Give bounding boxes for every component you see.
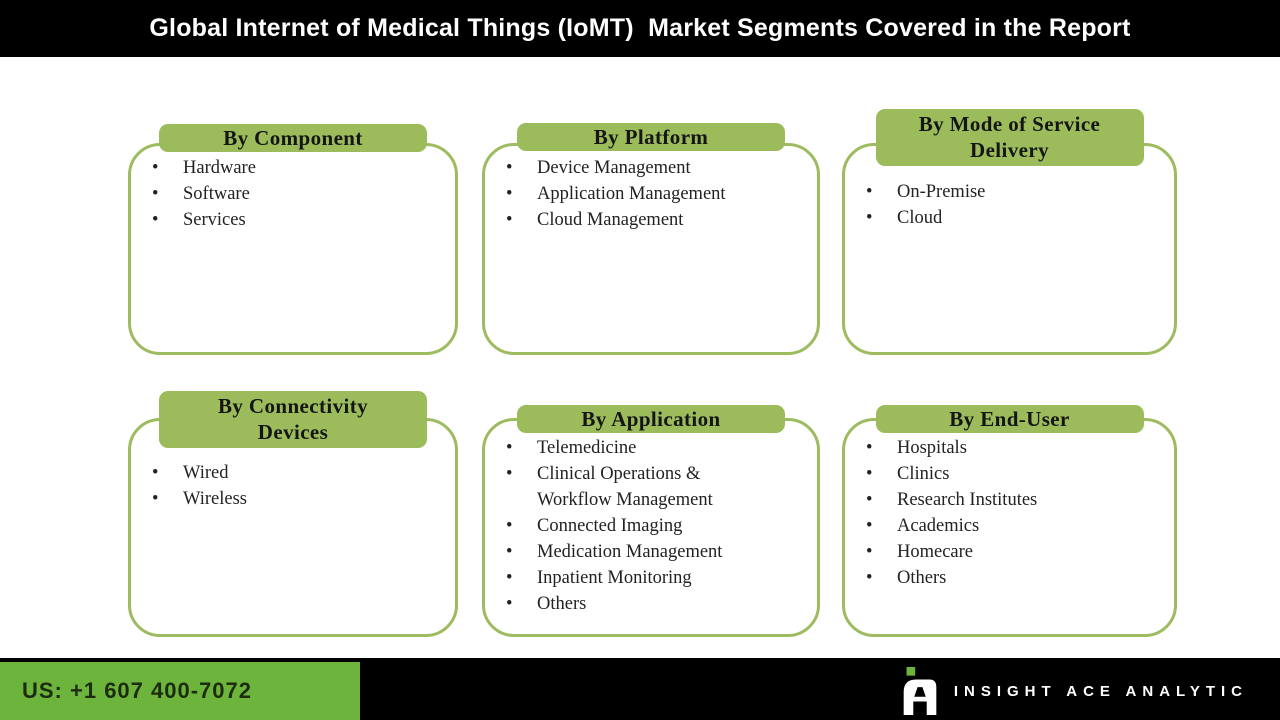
segment-box-by-component: By Component HardwareSoftwareServices [128,123,458,355]
segment-title: By Connectivity Devices [217,393,369,444]
list-item: Hospitals [845,435,1159,461]
segment-box-by-application: By Application TelemedicineClinical Oper… [482,404,820,637]
list-item: Device Management [485,155,802,181]
list-item: Clinical Operations & Workflow Managemen… [485,461,772,513]
list-item: Inpatient Monitoring [485,565,772,591]
list-item: Clinics [845,461,1159,487]
segment-item-list: Device ManagementApplication ManagementC… [485,146,817,233]
list-item: Connected Imaging [485,513,772,539]
segment-title: By Component [223,125,363,150]
segment-title: By End-User [949,406,1070,431]
segment-item-list: WiredWireless [131,421,455,512]
segment-header-by-end-user: By End-User [875,404,1144,433]
list-item: Services [131,207,440,233]
list-item: Hardware [131,155,440,181]
phone-banner: US: +1 607 400-7072 [0,662,360,720]
segment-header-by-component: By Component [159,123,427,152]
footer-bar: US: +1 607 400-7072 INSIGHT ACE ANALYTIC [0,658,1280,720]
segment-title: By Platform [593,124,709,149]
list-item: Telemedicine [485,435,772,461]
segment-box-by-mode-of-service-delivery: By Mode of Service Delivery On-PremiseCl… [842,108,1177,355]
list-item: Cloud Management [485,207,802,233]
segment-title: By Mode of Service Delivery [918,111,1101,162]
segment-box-by-connectivity-devices: By Connectivity Devices WiredWireless [128,390,458,637]
phone-number: US: +1 607 400-7072 [22,678,252,703]
segment-item-list: HospitalsClinicsResearch InstitutesAcade… [845,421,1174,591]
segment-header-by-mode-of-service-delivery: By Mode of Service Delivery [875,108,1144,166]
list-item: Homecare [845,539,1159,565]
list-item: Medication Management [485,539,772,565]
segment-header-by-connectivity-devices: By Connectivity Devices [159,390,427,448]
brand-lockup: INSIGHT ACE ANALYTIC [903,662,1248,720]
segment-title: By Application [581,406,721,431]
segment-header-by-application: By Application [517,404,785,433]
title-bar: Global Internet of Medical Things (IoMT)… [0,0,1280,57]
page-title: Global Internet of Medical Things (IoMT)… [149,14,1131,42]
list-item: Application Management [485,181,802,207]
list-item: Research Institutes [845,487,1159,513]
list-item: Cloud [845,205,1159,231]
segment-item-list: HardwareSoftwareServices [131,146,455,233]
list-item: Others [845,565,1159,591]
list-item: Academics [845,513,1159,539]
segment-header-by-platform: By Platform [517,122,785,151]
list-item: Wireless [131,486,440,512]
segment-box-by-end-user: By End-User HospitalsClinicsResearch Ins… [842,404,1177,637]
list-item: On-Premise [845,179,1159,205]
segment-box-by-platform: By Platform Device ManagementApplication… [482,122,820,355]
segment-item-list: On-PremiseCloud [845,146,1174,231]
segment-item-list: TelemedicineClinical Operations & Workfl… [485,421,817,617]
insight-ace-monogram-logo-icon [903,667,937,715]
brand-name: INSIGHT ACE ANALYTIC [953,682,1248,700]
list-item: Others [485,591,772,617]
list-item: Wired [131,460,440,486]
list-item: Software [131,181,440,207]
